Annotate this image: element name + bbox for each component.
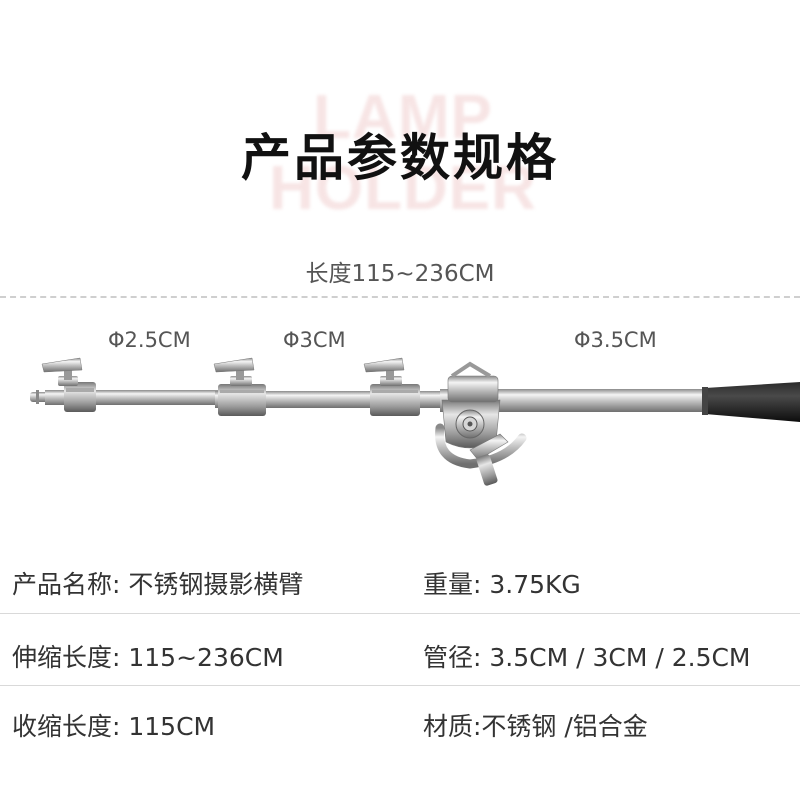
tube-section-large — [440, 389, 712, 412]
length-label: 长度115~236CM — [305, 261, 495, 287]
diameter-label-small: Φ2.5CM — [108, 328, 191, 352]
grip-head — [435, 361, 527, 486]
diameter-label-mid: Φ3CM — [283, 328, 346, 352]
spec-divider — [0, 685, 800, 686]
page-title: 产品参数规格 — [241, 129, 559, 187]
clamp-1 — [41, 357, 96, 412]
clamp-3 — [363, 357, 420, 416]
spec-extended-length: 伸缩长度: 115~236CM — [12, 643, 284, 672]
diameter-label-large: Φ3.5CM — [574, 328, 657, 352]
boom-arm-image — [30, 357, 800, 486]
spec-divider — [0, 613, 800, 614]
clamp-2 — [213, 357, 266, 416]
spec-material: 材质:不锈钢 /铝合金 — [423, 712, 648, 741]
rubber-grip — [702, 382, 800, 422]
spec-retracted-length: 收缩长度: 115CM — [12, 712, 216, 741]
spec-pipe-diameter: 管径: 3.5CM / 3CM / 2.5CM — [423, 643, 751, 672]
spigot-tip — [30, 390, 48, 404]
dimension-line — [0, 296, 800, 298]
watermark-lamp-holder: LAMP HOLDER — [269, 83, 537, 223]
spec-weight: 重量: 3.75KG — [423, 570, 581, 599]
spec-product-name: 产品名称: 不锈钢摄影横臂 — [12, 570, 304, 599]
